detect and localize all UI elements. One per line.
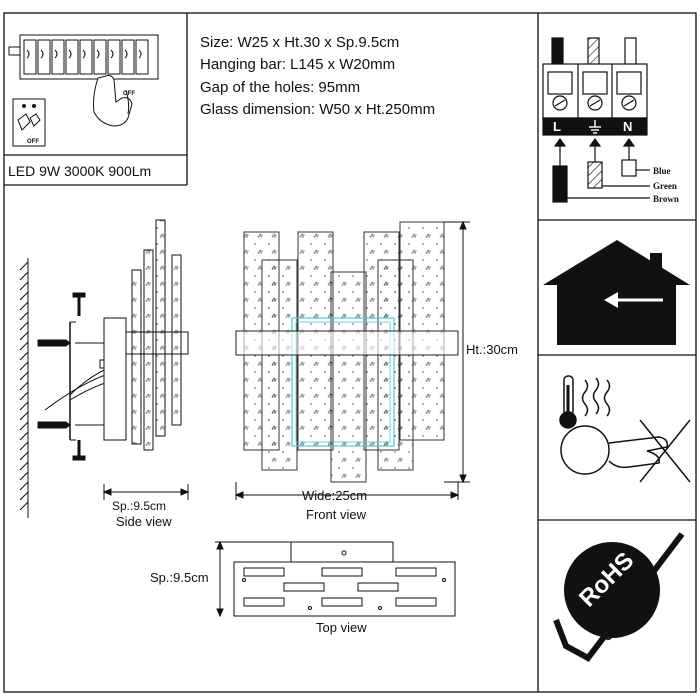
top-view-drawing bbox=[215, 540, 456, 618]
side-view-drawing bbox=[19, 219, 190, 518]
spec-gap-holes: Gap of the holes: 95mm bbox=[200, 79, 360, 96]
front-view-width: Wide:25cm bbox=[302, 488, 367, 503]
spec-glass-dimension: Glass dimension: W50 x Ht.250mm bbox=[200, 101, 435, 118]
wiring-diagram bbox=[542, 37, 650, 203]
front-view-caption: Front view bbox=[306, 507, 367, 522]
hot-do-not-touch-icon bbox=[559, 375, 691, 483]
wire-label-blue: Blue bbox=[653, 166, 671, 176]
switch-off-illustration bbox=[8, 34, 159, 147]
front-view-height: Ht.:30cm bbox=[466, 342, 518, 357]
led-spec: LED 9W 3000K 900Lm bbox=[8, 163, 151, 179]
front-view-drawing bbox=[235, 221, 459, 483]
spec-size: Size: W25 x Ht.30 x Sp.9.5cm bbox=[200, 34, 399, 51]
rohs-compliant-badge bbox=[553, 532, 685, 662]
frame-lines bbox=[3, 12, 697, 693]
spec-hanging-bar: Hanging bar: L145 x W20mm bbox=[200, 56, 395, 73]
switch-off-label-bottom: OFF bbox=[27, 139, 39, 145]
front-view-dimensions bbox=[234, 220, 470, 500]
switch-off-label-top: OFF bbox=[123, 91, 135, 97]
terminal-label-l: L bbox=[553, 119, 561, 134]
terminal-label-n: N bbox=[623, 119, 632, 134]
wire-label-brown: Brown bbox=[653, 194, 679, 204]
side-view-caption: Side view bbox=[116, 514, 172, 529]
indoor-use-icon bbox=[543, 240, 690, 345]
wire-label-green: Green bbox=[653, 181, 677, 191]
top-view-caption: Top view bbox=[316, 620, 367, 635]
top-view-depth: Sp.:9.5cm bbox=[150, 570, 209, 585]
side-view-depth: Sp.:9.5cm bbox=[112, 499, 166, 513]
